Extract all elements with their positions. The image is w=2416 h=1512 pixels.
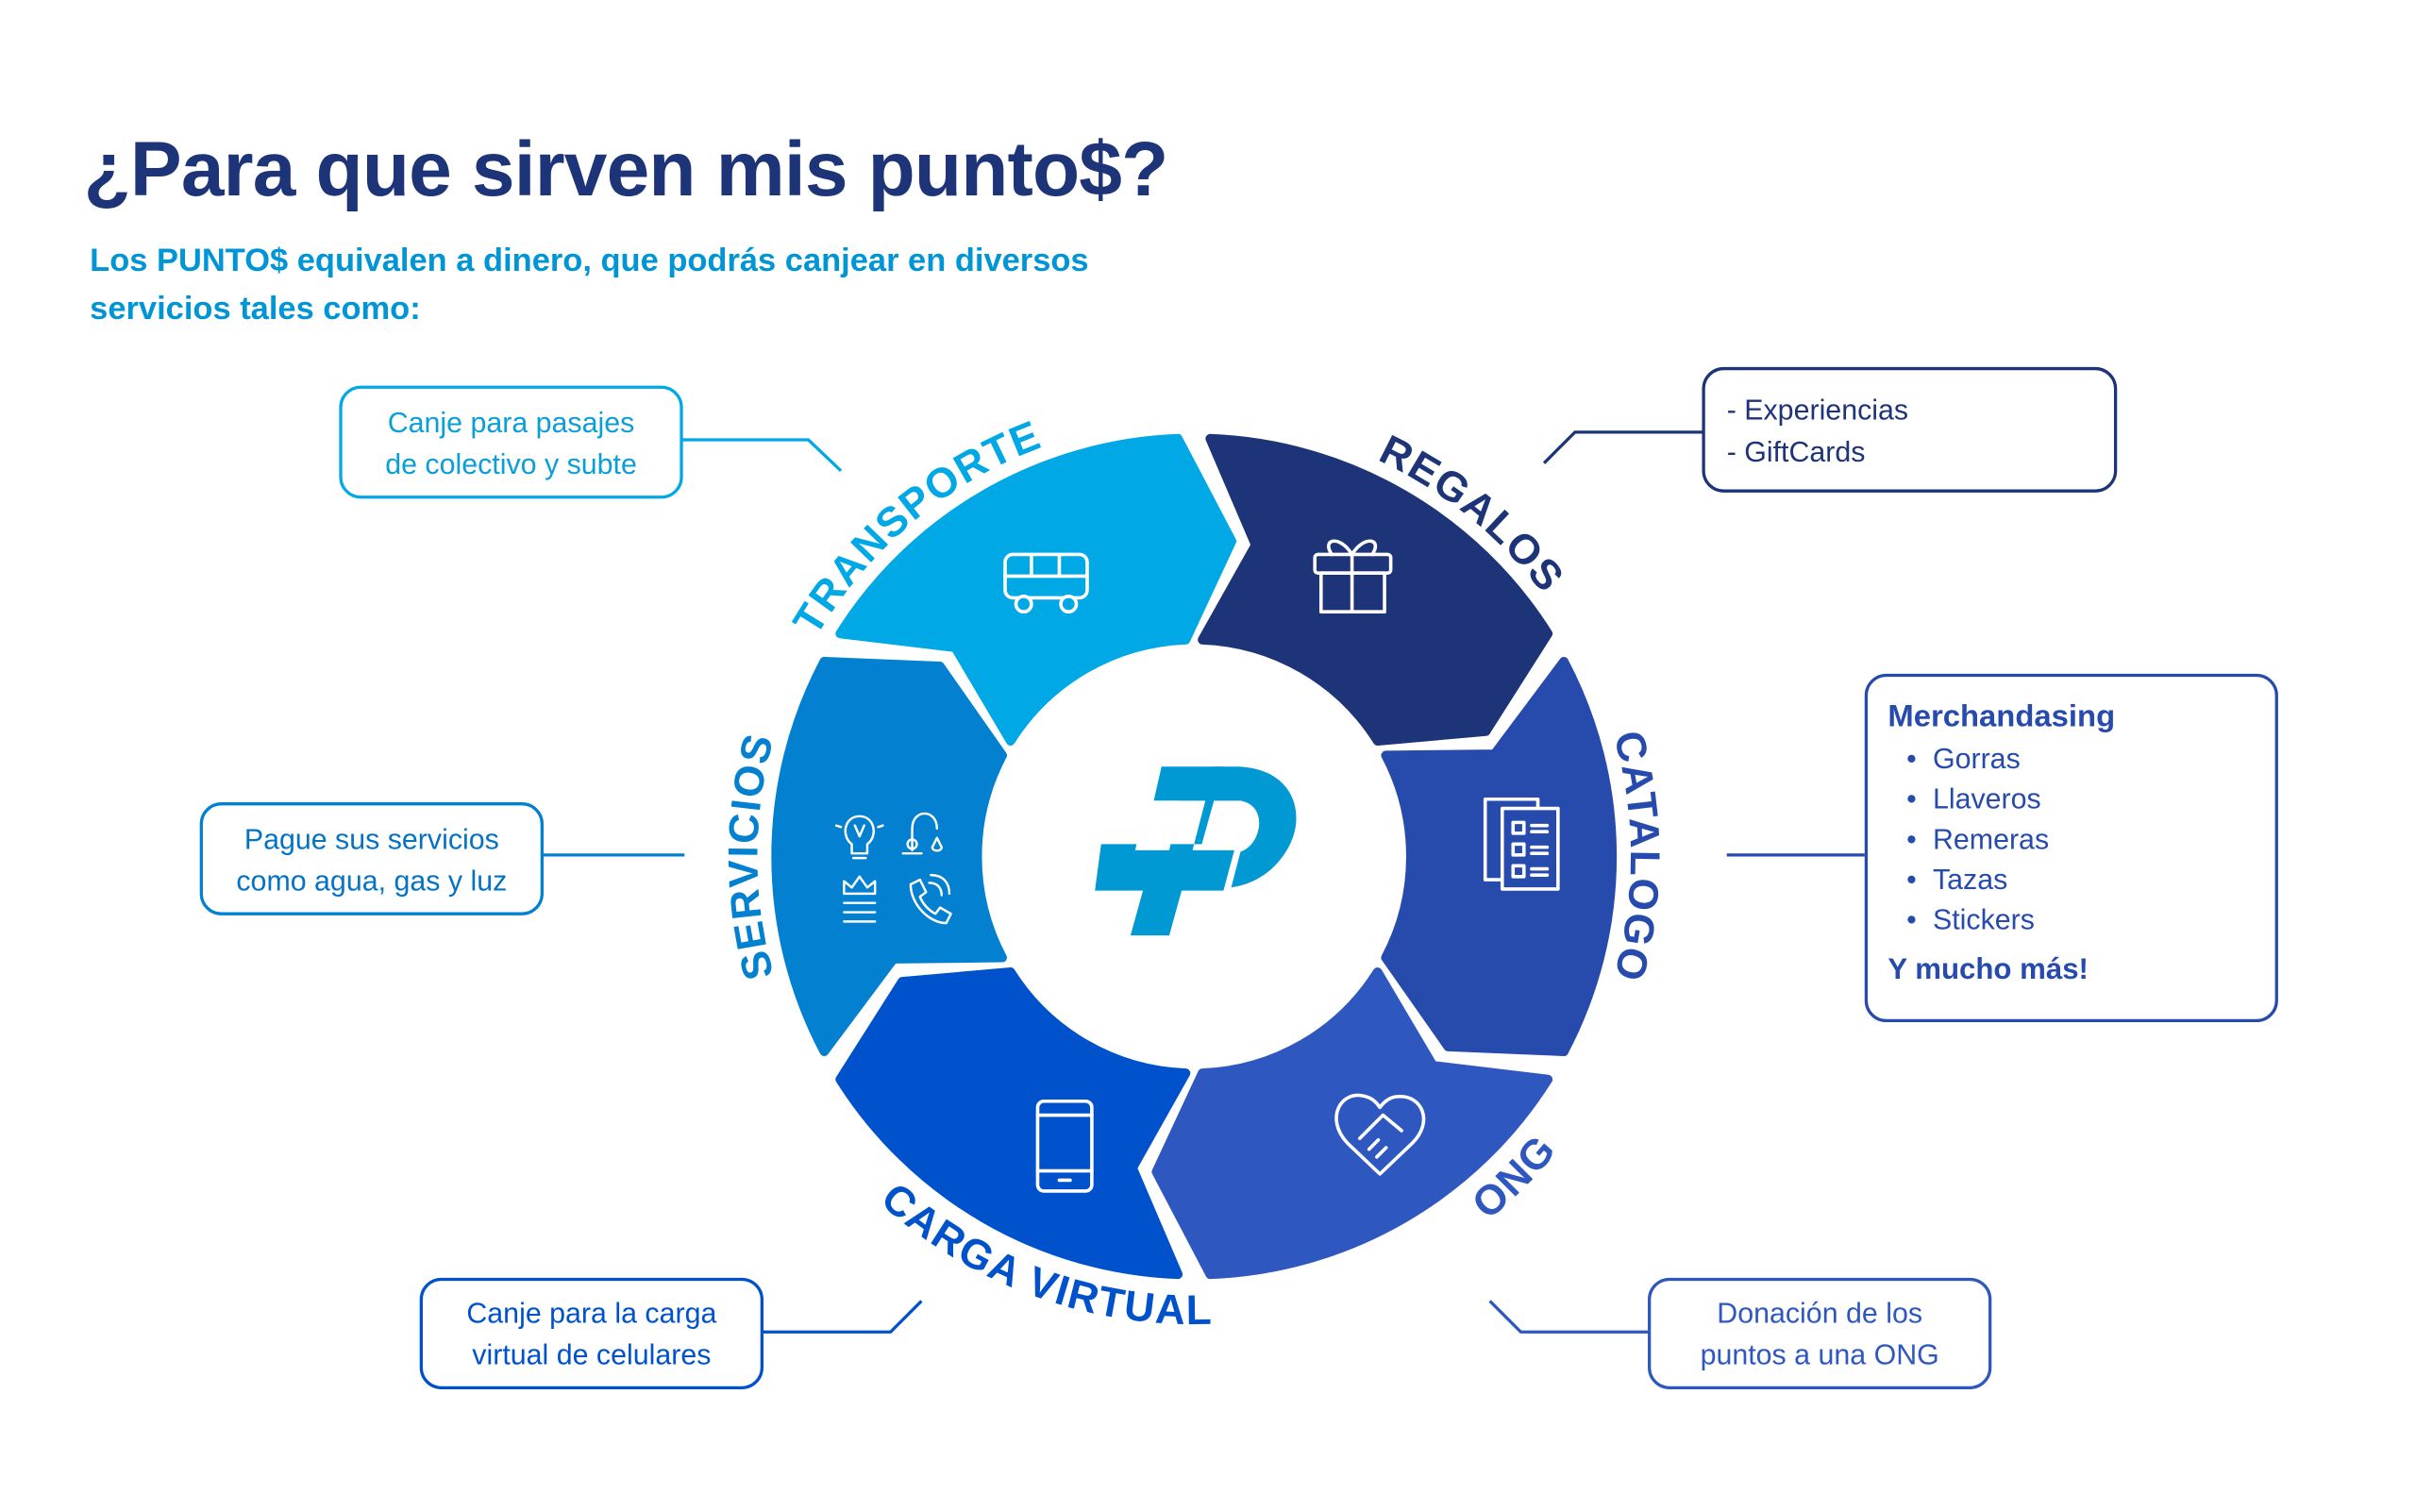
bullet: • — [1906, 822, 1917, 855]
merch-heading: Merchandasing — [1888, 699, 2116, 734]
callout-line: puntos a una ONG — [1700, 1337, 1939, 1371]
callout-ong: Donación de los puntos a una ONG — [1648, 1277, 1992, 1389]
segment-carga — [835, 966, 1191, 1280]
callout-line: Canje para la carga — [466, 1296, 717, 1329]
callout-line: Donación de los — [1717, 1296, 1923, 1329]
callout-line: Canje para pasajes — [387, 405, 635, 438]
list-item: • Gorras — [1888, 739, 2274, 780]
smartphone-icon — [1035, 1099, 1094, 1193]
callout-regalos: - Experiencias - GiftCards — [1702, 366, 2118, 493]
bullet: • — [1906, 781, 1917, 815]
list-item: • Tazas — [1888, 860, 2274, 900]
connector-regalos — [1542, 430, 1704, 464]
bullet: • — [1906, 863, 1917, 896]
list-item: • Stickers — [1888, 899, 2274, 940]
lightbulb-icon — [834, 815, 884, 860]
callout-catalogo: Merchandasing • Gorras • Llaveros • Remeras… — [1864, 673, 2278, 1023]
item-label: Remeras — [1932, 822, 2050, 855]
bullet: • — [1906, 742, 1917, 775]
item-label: Stickers — [1932, 902, 2035, 936]
callout-line: Pague sus servicios — [243, 821, 499, 855]
segment-transporte — [835, 433, 1237, 746]
callout-transporte: Canje para pasajes de colectivo y subte — [339, 385, 683, 499]
connector-carga — [762, 1300, 923, 1334]
segment-regalos — [1198, 433, 1553, 746]
segment-catalogo — [1381, 656, 1618, 1056]
item-label: Gorras — [1932, 742, 2021, 775]
connector-ong — [1488, 1300, 1650, 1334]
handshake-heart-icon — [1334, 1093, 1426, 1176]
item-label: Tazas — [1932, 863, 2008, 896]
list-item: • Remeras — [1888, 819, 2274, 860]
page-subtitle: Los PUNTO$ equivalen a dinero, que podrá… — [90, 243, 1089, 328]
puntos-logo — [1095, 766, 1297, 936]
segment-servicios — [771, 656, 1007, 1056]
page-title: ¿Para que sirven mis punto$? — [83, 125, 1169, 212]
callout-carga-virtual: Canje para la carga virtual de celulares — [419, 1277, 764, 1389]
catalog-document-icon — [1483, 797, 1560, 891]
list-item: • Llaveros — [1888, 779, 2274, 819]
bus-icon — [1003, 552, 1089, 614]
connector-transporte — [681, 438, 843, 473]
bullet: • — [1906, 902, 1917, 936]
phone-call-icon — [909, 873, 952, 925]
segment-ong — [1151, 966, 1553, 1280]
gas-flame-icon — [843, 875, 877, 923]
callout-line: virtual de celulares — [472, 1337, 712, 1371]
gift-icon — [1313, 539, 1393, 614]
callout-line: como agua, gas y luz — [236, 863, 508, 897]
water-faucet-icon — [901, 812, 943, 855]
callout-line: de colectivo y subte — [385, 446, 637, 479]
callout-line: - GiftCards — [1726, 434, 1866, 467]
merch-footer: Y mucho más! — [1888, 953, 2089, 987]
callout-servicios: Pague sus servicios como agua, gas y luz — [199, 802, 544, 916]
callout-line: - Experiencias — [1726, 392, 1909, 426]
merch-list: • Gorras • Llaveros • Remeras • Tazas • Stick… — [1888, 739, 2274, 940]
item-label: Llaveros — [1932, 781, 2041, 815]
